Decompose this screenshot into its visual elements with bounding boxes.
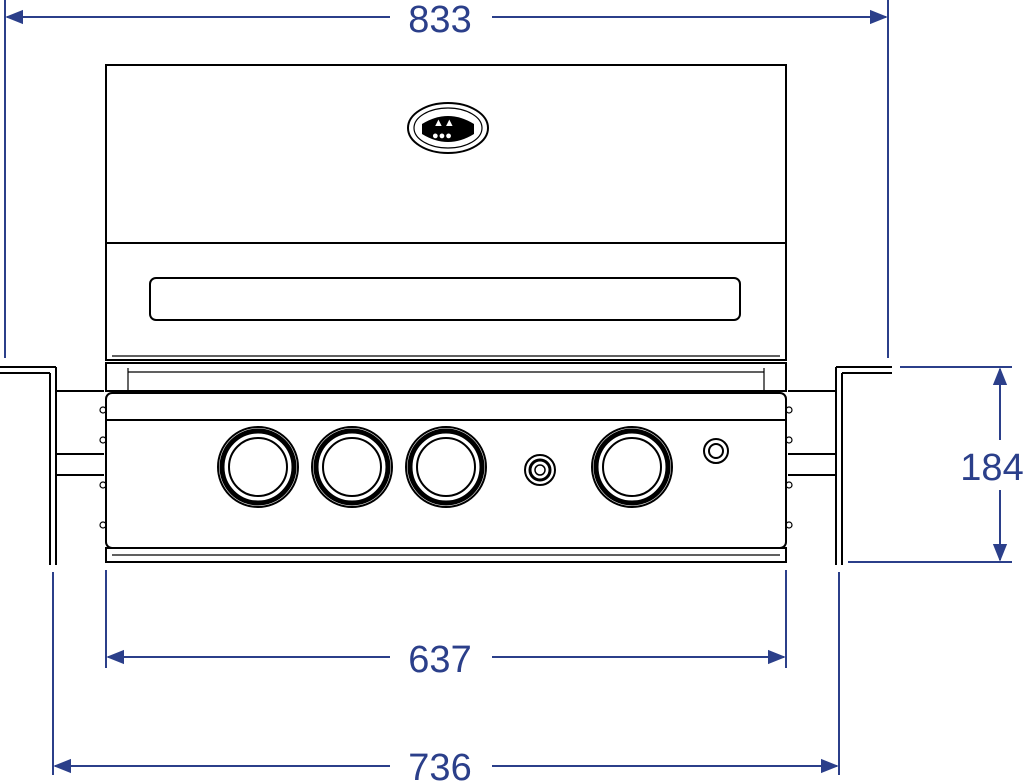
burner-knob-3 [405,426,487,508]
burner-knob-2 [311,426,393,508]
dimension-overall-width: 833 [4,0,889,358]
igniter-button-1 [524,454,556,486]
burner-knob-1 [217,426,299,508]
cutout-width-label: 736 [408,747,471,784]
dimension-cutout-width: 736 [52,572,840,784]
height-label: 184 [960,447,1023,489]
dimension-height: 184 [848,366,1024,563]
brand-logo: ▲▲ ●●● [407,102,489,154]
svg-text:▲▲: ▲▲ [433,117,455,129]
front-width-label: 637 [408,639,471,681]
svg-text:●●●: ●●● [432,130,452,142]
overall-width-label: 833 [408,0,471,41]
side-supports [0,366,892,565]
igniter-button-2 [703,438,729,464]
burner-knob-4 [591,426,673,508]
grill-body [105,362,787,392]
control-panel [99,392,793,563]
dimension-front-width: 637 [105,570,787,681]
